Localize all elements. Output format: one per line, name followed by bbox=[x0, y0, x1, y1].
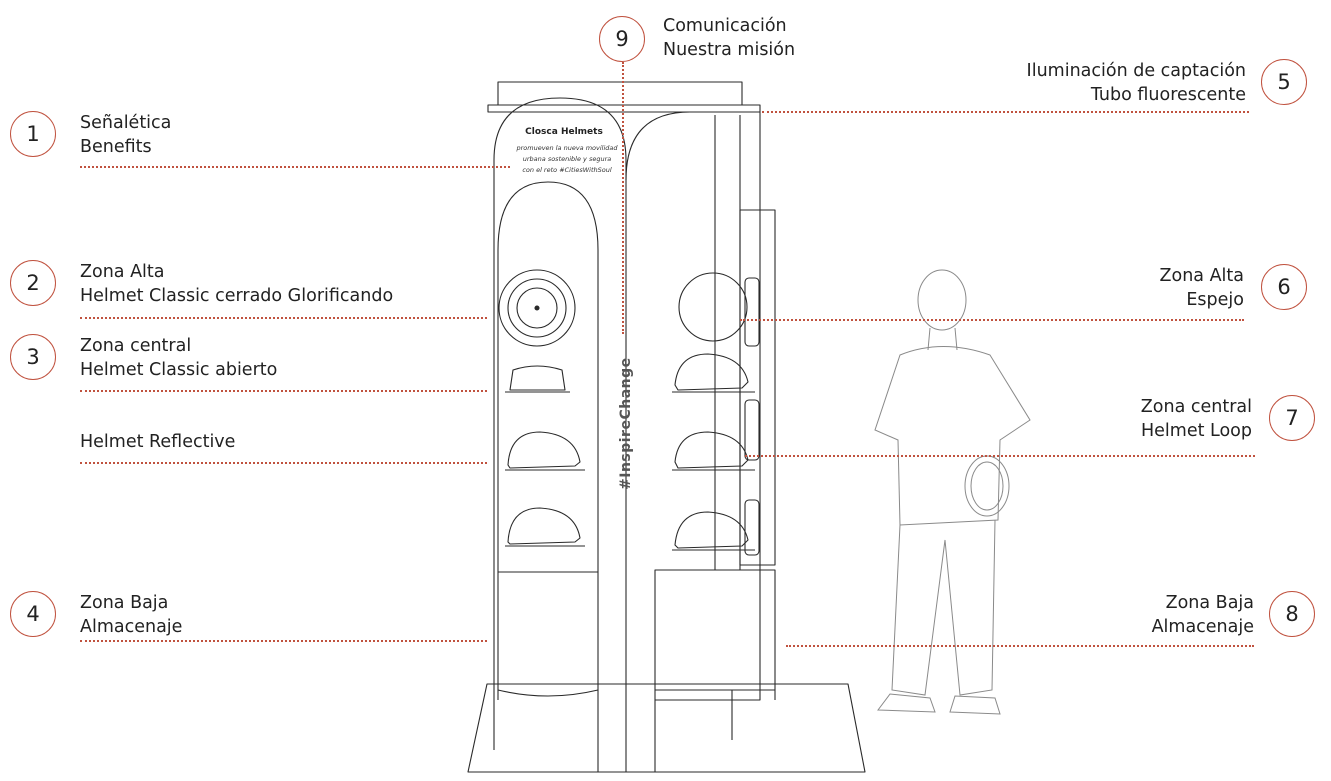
callout-4-label: Zona Baja Almacenaje bbox=[80, 591, 182, 639]
callout-8-title: Zona Baja bbox=[1165, 593, 1254, 613]
helmet-classic-closed bbox=[498, 269, 576, 347]
callout-9-number: 9 bbox=[615, 27, 629, 51]
callout-2-number: 2 bbox=[26, 271, 40, 295]
callout-6-subtitle: Espejo bbox=[1186, 290, 1244, 310]
callout-7-title: Zona central bbox=[1140, 397, 1252, 417]
right-column bbox=[625, 111, 761, 701]
callout-4-badge: 4 bbox=[10, 591, 56, 637]
helmet-classic-open bbox=[509, 365, 566, 391]
helmet-reflective bbox=[507, 431, 581, 469]
callout-9-subtitle: Nuestra misión bbox=[663, 40, 796, 60]
callout-2-subtitle: Helmet Classic cerrado Glorificando bbox=[80, 286, 394, 306]
stand-base bbox=[467, 683, 866, 773]
leader-line-4 bbox=[80, 640, 487, 642]
callout-1-badge: 1 bbox=[10, 111, 56, 157]
callout-3-badge: 3 bbox=[10, 334, 56, 380]
callout-5-title: Iluminación de captación bbox=[1026, 61, 1246, 81]
sign-line-3: con el reto #CitiesWithSoul bbox=[522, 166, 612, 174]
callout-reflective-label: Helmet Reflective bbox=[80, 430, 235, 454]
callout-8-badge: 8 bbox=[1269, 591, 1315, 637]
callout-4-title: Zona Baja bbox=[80, 593, 169, 613]
callout-9-label: Comunicación Nuestra misión bbox=[663, 14, 795, 62]
leader-line-7 bbox=[745, 455, 1255, 457]
leader-line-5 bbox=[762, 111, 1249, 113]
callout-5-label: Iluminación de captación Tubo fluorescen… bbox=[1027, 59, 1246, 107]
callout-2-label: Zona Alta Helmet Classic cerrado Glorifi… bbox=[80, 260, 393, 308]
callout-7-badge: 7 bbox=[1269, 395, 1315, 441]
callout-1-label: Señalética Benefits bbox=[80, 111, 171, 159]
callout-3-number: 3 bbox=[26, 345, 40, 369]
callout-4-number: 4 bbox=[26, 602, 40, 626]
callout-8-number: 8 bbox=[1285, 602, 1299, 626]
callout-1-number: 1 bbox=[26, 122, 40, 146]
callout-7-number: 7 bbox=[1285, 406, 1299, 430]
callout-6-number: 6 bbox=[1277, 275, 1291, 299]
callout-8-label: Zona Baja Almacenaje bbox=[1152, 591, 1254, 639]
callout-6-badge: 6 bbox=[1261, 264, 1307, 310]
leader-line-8 bbox=[786, 645, 1254, 647]
leader-line-9 bbox=[622, 62, 624, 334]
callout-5-number: 5 bbox=[1277, 70, 1291, 94]
callout-7-subtitle: Helmet Loop bbox=[1141, 421, 1252, 441]
callout-9-badge: 9 bbox=[599, 16, 645, 62]
callout-1-subtitle: Benefits bbox=[80, 137, 152, 157]
callout-9-title: Comunicación bbox=[663, 16, 787, 36]
callout-2-title: Zona Alta bbox=[80, 262, 165, 282]
callout-8-subtitle: Almacenaje bbox=[1151, 617, 1254, 637]
sign-title: Closca Helmets bbox=[525, 127, 603, 137]
stand-top-box bbox=[497, 81, 743, 106]
mirror bbox=[678, 272, 748, 342]
leader-line-2 bbox=[80, 317, 487, 319]
callout-1-title: Señalética bbox=[80, 113, 172, 133]
leader-line-reflective bbox=[80, 462, 487, 464]
leader-line-6 bbox=[740, 319, 1244, 321]
callout-7-label: Zona central Helmet Loop bbox=[1141, 395, 1252, 443]
callout-6-title: Zona Alta bbox=[1159, 266, 1245, 286]
leader-line-1 bbox=[80, 166, 510, 168]
sign-line-2: urbana sostenible y segura bbox=[523, 155, 612, 163]
callout-2-badge: 2 bbox=[10, 260, 56, 306]
callout-3-title: Zona central bbox=[80, 336, 192, 356]
callout-3-label: Zona central Helmet Classic abierto bbox=[80, 334, 277, 382]
sign-line-1: promueven la nueva movilidad bbox=[515, 144, 618, 152]
helmet-loop bbox=[674, 353, 749, 391]
person-sketch bbox=[874, 269, 1031, 715]
callout-4-subtitle: Almacenaje bbox=[80, 617, 183, 637]
callout-5-subtitle: Tubo fluorescente bbox=[1090, 85, 1246, 105]
left-column bbox=[493, 97, 627, 772]
callout-5-badge: 5 bbox=[1261, 59, 1307, 105]
callout-6-label: Zona Alta Espejo bbox=[1160, 264, 1245, 312]
leader-line-3 bbox=[80, 390, 487, 392]
hashtag-text: #InspireChange bbox=[618, 357, 634, 490]
callout-3-subtitle: Helmet Classic abierto bbox=[80, 360, 278, 380]
stand-top-cap bbox=[487, 104, 761, 113]
callout-reflective-title: Helmet Reflective bbox=[80, 432, 236, 452]
left-inner-arch bbox=[497, 181, 599, 772]
